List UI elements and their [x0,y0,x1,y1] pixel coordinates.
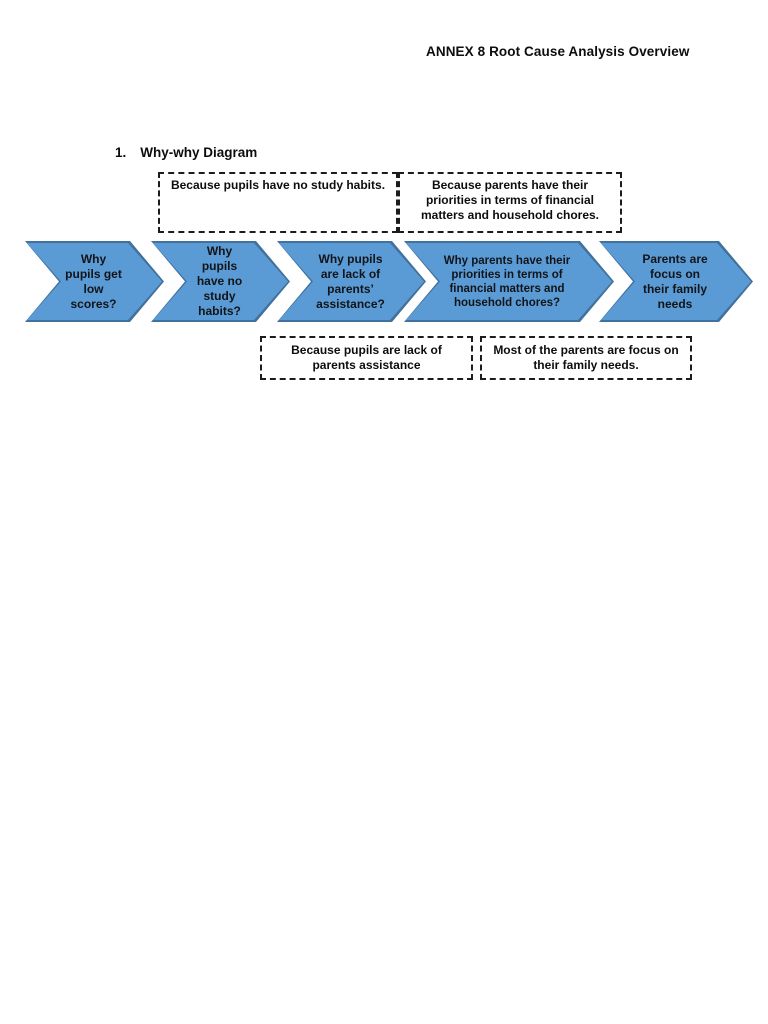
answer-box-top-2: Because parents have their priorities in… [398,172,622,233]
answer-box-bottom-1: Because pupils are lack of parents assis… [260,336,473,380]
answer-box-bottom-2-text: Most of the parents are focus on their f… [493,343,679,372]
why-arrow-4-fill [406,243,612,320]
page-title: ANNEX 8 Root Cause Analysis Overview [426,44,690,59]
why-arrow-4: Why parents have their priorities in ter… [404,241,614,322]
why-arrow-5-label: Parents are focus on their family needs [642,251,708,311]
why-arrow-2-label: Why pupils have no study habits? [196,244,243,318]
answer-box-top-1: Because pupils have no study habits. [158,172,398,233]
why-arrow-5: Parents are focus on their family needs [599,241,753,322]
answer-box-top-1-text: Because pupils have no study habits. [170,178,386,192]
section-heading-text: Why-why Diagram [140,145,258,160]
answer-box-top-2-text: Because parents have their priorities in… [420,178,600,222]
section-heading: 1. Why-why Diagram [115,145,257,160]
why-arrow-3-label: Why pupils are lack of parents’ assistan… [316,251,385,311]
why-arrow-2: Why pupils have no study habits? [151,241,290,322]
answer-box-bottom-1-text: Because pupils are lack of parents assis… [291,343,442,372]
why-arrow-4-label: Why parents have their priorities in ter… [443,254,571,309]
section-heading-number: 1. [115,145,127,160]
why-arrow-3: Why pupils are lack of parents’ assistan… [277,241,426,322]
why-arrow-1-label: Why pupils get low scores? [65,251,122,311]
answer-box-bottom-2: Most of the parents are focus on their f… [480,336,692,380]
why-arrow-1: Why pupils get low scores? [25,241,164,322]
